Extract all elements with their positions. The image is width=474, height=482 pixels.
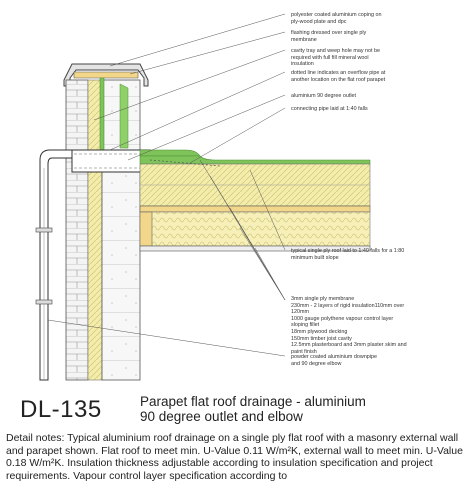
downpipe [35,149,73,381]
detail-code: DL-135 [20,396,102,423]
outlet-section [71,149,151,173]
section-drawing [35,13,371,381]
note-overflow: dotted line indicates an overflow pipe a… [291,70,386,83]
roof-buildup [139,149,371,252]
detail-notes: Detail notes: Typical aluminium roof dra… [6,432,463,482]
note-outlet: aluminium 90 degree outlet [291,93,357,99]
leader-lines [47,13,286,357]
note-connecting-pipe: connecting pipe laid at 1:40 falls [291,106,368,112]
note-single-ply-roof: typical single ply roof laid to 1:40 fal… [291,248,405,261]
detail-title: Parapet flat roof drainage - aluminium 9… [140,394,366,424]
coping [63,63,149,87]
brick-leaf [65,79,89,381]
